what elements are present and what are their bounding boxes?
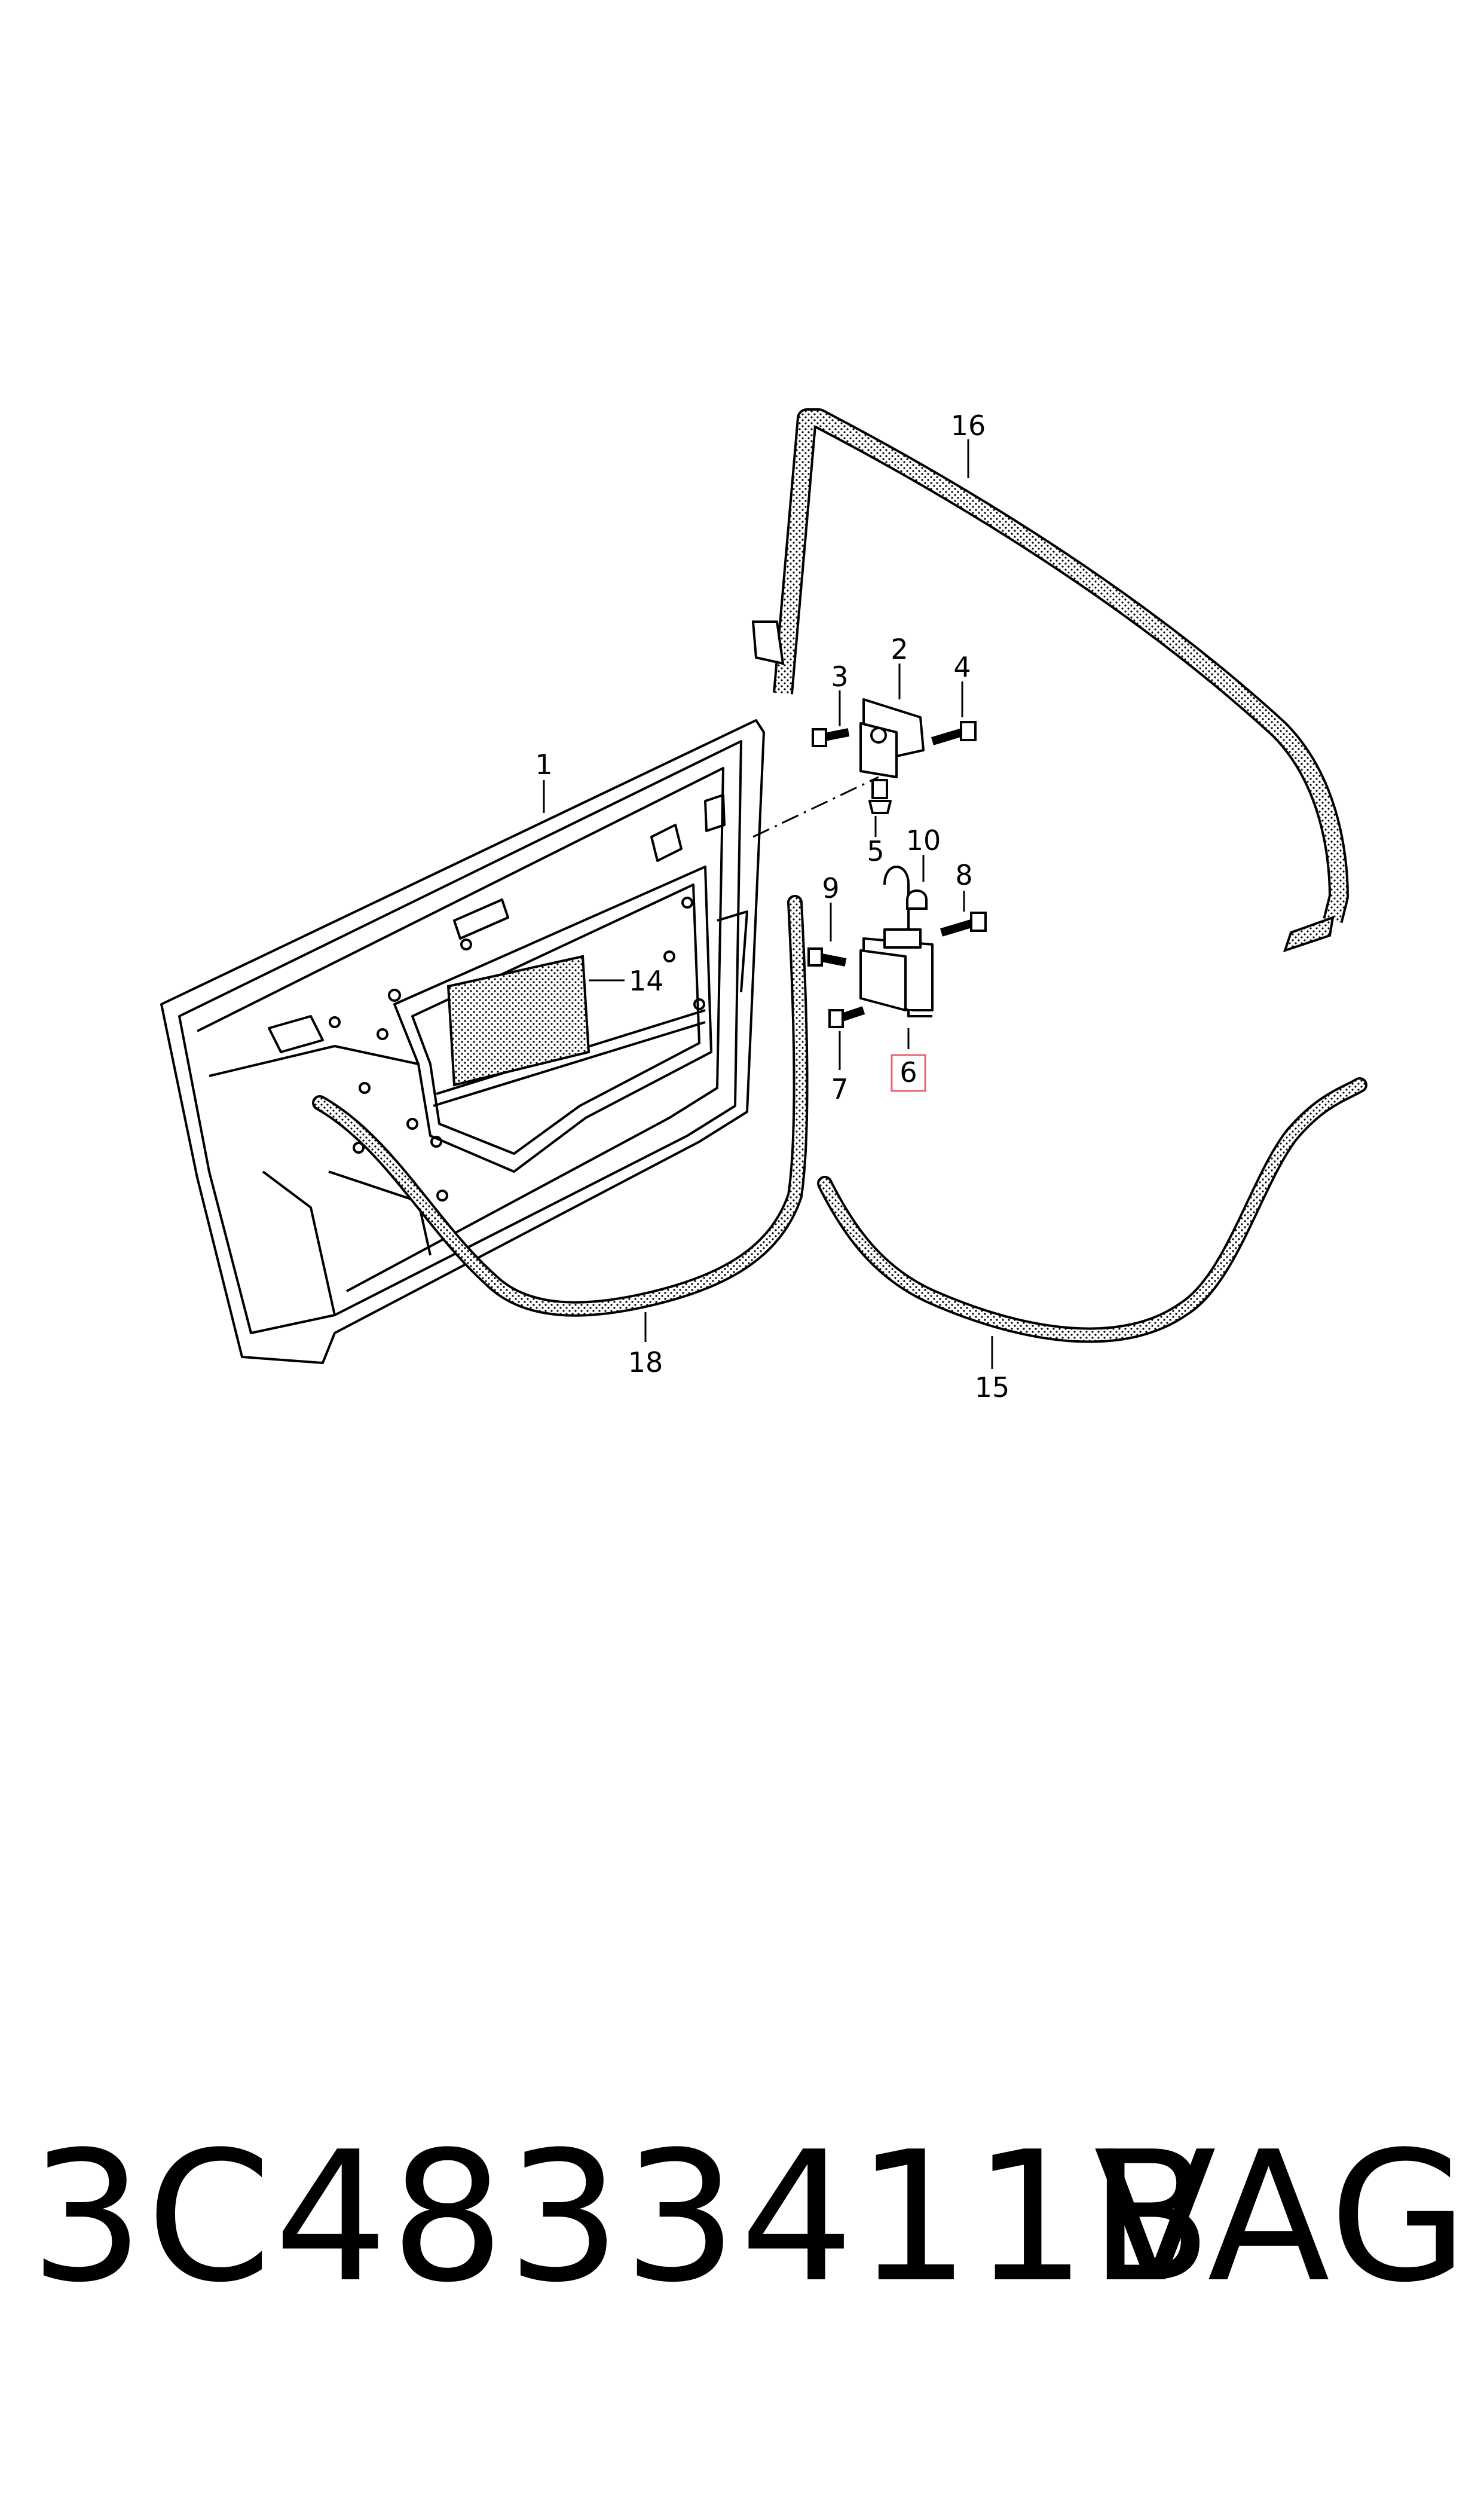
callout-9: 9: [822, 872, 839, 904]
callout-1: 1: [535, 748, 552, 781]
leader-lines: [543, 439, 993, 1369]
bolt-8: [940, 912, 987, 937]
insulation-pad: [446, 955, 590, 1087]
callout-5: 5: [867, 835, 884, 867]
brand-label: VAG: [1094, 2113, 1471, 2322]
callout-16: 16: [951, 409, 986, 442]
callout-15: 15: [975, 1371, 1010, 1404]
callout-8: 8: [955, 859, 972, 891]
callout-4: 4: [953, 651, 971, 683]
callout-14: 14: [629, 965, 664, 997]
cap-10: [906, 889, 928, 910]
upper-hinge: [859, 698, 925, 814]
callout-18: 18: [628, 1346, 663, 1378]
assembly-line: [752, 776, 879, 838]
bolt-7: [828, 1006, 865, 1028]
lower-hinge: [859, 866, 934, 1017]
door-seal-18: [312, 895, 809, 1317]
bolt-4: [931, 721, 977, 745]
body-seal-15: [817, 1077, 1367, 1343]
callout-6-highlight: 6: [891, 1054, 926, 1092]
callout-10: 10: [906, 824, 941, 857]
bolt-3: [812, 728, 850, 747]
bolt-9: [807, 947, 847, 967]
window-seal-16: [751, 408, 1349, 953]
callout-7: 7: [831, 1073, 848, 1105]
callout-3: 3: [831, 661, 848, 693]
callout-6: 6: [899, 1056, 917, 1089]
callout-2: 2: [891, 633, 908, 665]
part-number: 3C4833411B: [30, 2113, 1215, 2322]
